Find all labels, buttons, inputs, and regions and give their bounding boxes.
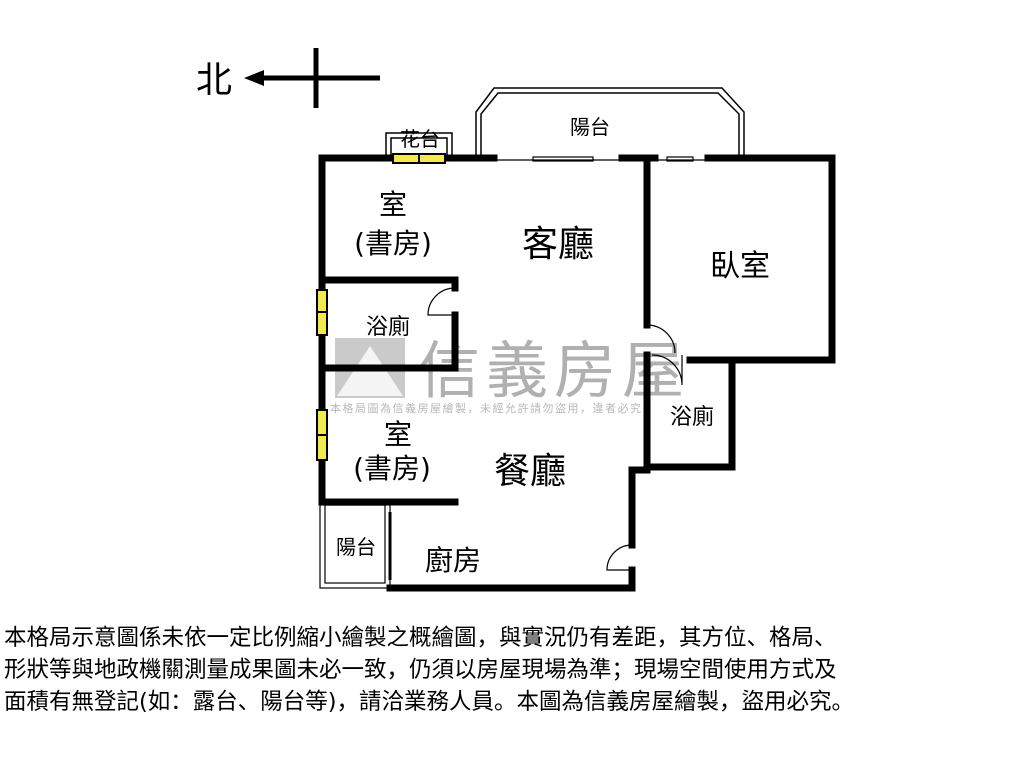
north-label: 北: [196, 60, 232, 101]
north-arrow-icon: [244, 48, 380, 108]
room-label-bath1: 浴廁: [366, 315, 410, 340]
room-label-study2-sub: (書房): [353, 452, 431, 485]
disclaimer-line: 面積有無登記(如：露台、陽台等)，請洽業務人員。本圖為信義房屋繪製，盜用必究。: [4, 689, 855, 715]
room-label-bath2: 浴廁: [670, 405, 714, 430]
windows: [316, 153, 446, 461]
disclaimer-line: 形狀等與地政機關測量成果圖未必一致，仍須以房屋現場為準；現場空間使用方式及: [4, 657, 837, 683]
room-label-kitchen: 廚房: [425, 544, 481, 577]
watermark-notice: 本格局圖為信義房屋繪製，未經允許請勿盜用，違者必究: [330, 401, 643, 415]
room-label-study2: 室: [384, 418, 412, 451]
watermark-brand: 信義房屋: [418, 334, 690, 407]
walls: [318, 154, 836, 592]
room-label-living: 客廳: [522, 224, 594, 265]
disclaimer: 本格局示意圖係未依一定比例縮小繪製之概繪圖，與實況仍有差距，其方位、格局、 形狀…: [4, 622, 1024, 718]
room-label-study1-sub: (書房): [354, 227, 432, 260]
room-label-bedroom: 臥室: [710, 249, 770, 284]
room-label-planter: 花台: [400, 127, 440, 151]
room-label-balcony-small: 陽台: [336, 535, 376, 559]
room-label-balcony-top: 陽台: [570, 115, 610, 139]
floor-plan: 信義房屋 本格局圖為信義房屋繪製，未經允許請勿盜用，違者必究 北: [196, 48, 836, 592]
room-label-dining: 餐廳: [494, 451, 566, 492]
room-label-study1: 室: [379, 188, 407, 221]
disclaimer-line: 本格局示意圖係未依一定比例縮小繪製之概繪圖，與實況仍有差距，其方位、格局、: [4, 625, 837, 651]
doors-and-partitions: [319, 156, 708, 589]
